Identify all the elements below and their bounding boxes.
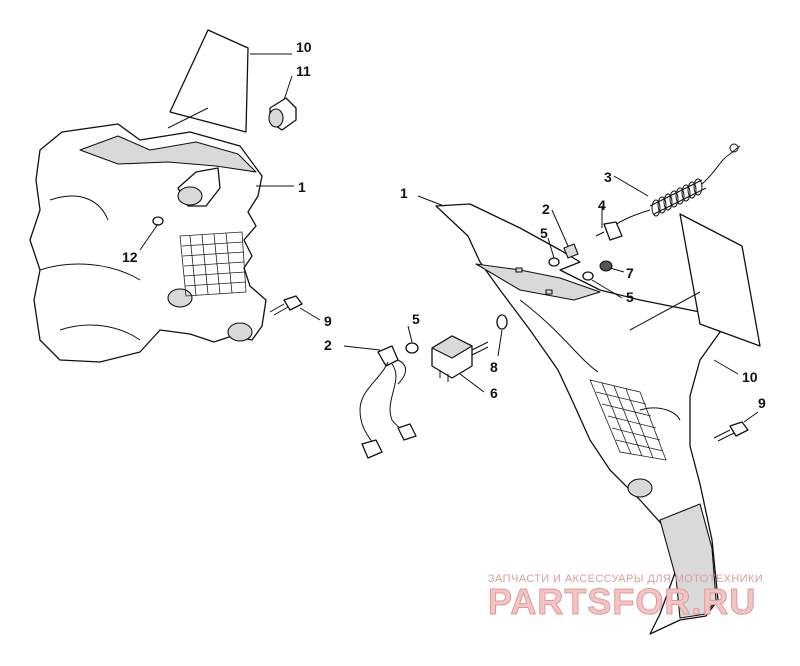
callout-5-left: 5 [412,311,420,327]
wire-harness [359,345,417,459]
callout-4: 4 [598,197,606,213]
washer-top [548,257,560,267]
callout-11: 11 [296,63,311,79]
callout-10-right: 10 [742,369,758,385]
callout-9-right: 9 [758,395,766,411]
callout-1-left: 1 [298,179,306,195]
nut-top [563,243,579,259]
callout-2-bottom: 2 [324,337,332,353]
watermark-caption: ЗАПЧАСТИ И АКСЕССУАРЫ ДЛЯ МОТОТЕХНИКИ [488,573,763,585]
side-panel-right [435,203,721,635]
callout-8: 8 [490,359,498,375]
callout-2-top: 2 [542,201,550,217]
callout-9-left: 9 [324,313,332,329]
callout-12: 12 [122,249,138,265]
decal-left [167,29,249,133]
grommet [599,260,613,272]
tether-cord [603,143,741,241]
callout-5-top: 5 [540,225,548,241]
side-panel-left [29,123,267,363]
decal-right [629,213,761,347]
leader-lines [139,53,759,423]
switch [431,335,489,382]
rubber-plug [268,97,297,131]
small-hardware [548,231,613,281]
bolt-left [269,295,303,316]
callout-10-left: 10 [296,39,312,55]
callout-labels: 10 11 1 12 9 1 2 3 4 5 7 5 5 2 8 6 10 9 [122,39,766,411]
callout-7: 7 [626,265,634,281]
callout-6: 6 [490,385,498,401]
callout-3: 3 [604,169,612,185]
washer-mid [582,271,594,281]
washer-left [405,342,419,354]
watermark: ЗАПЧАСТИ И АКСЕССУАРЫ ДЛЯ МОТОТЕХНИКИ PA… [488,573,763,623]
callout-1-right: 1 [400,185,408,201]
o-ring [496,314,508,330]
watermark-logo: PARTSFOR.RU [488,581,756,622]
bolt-right [713,421,749,442]
callout-5-mid: 5 [626,289,634,305]
